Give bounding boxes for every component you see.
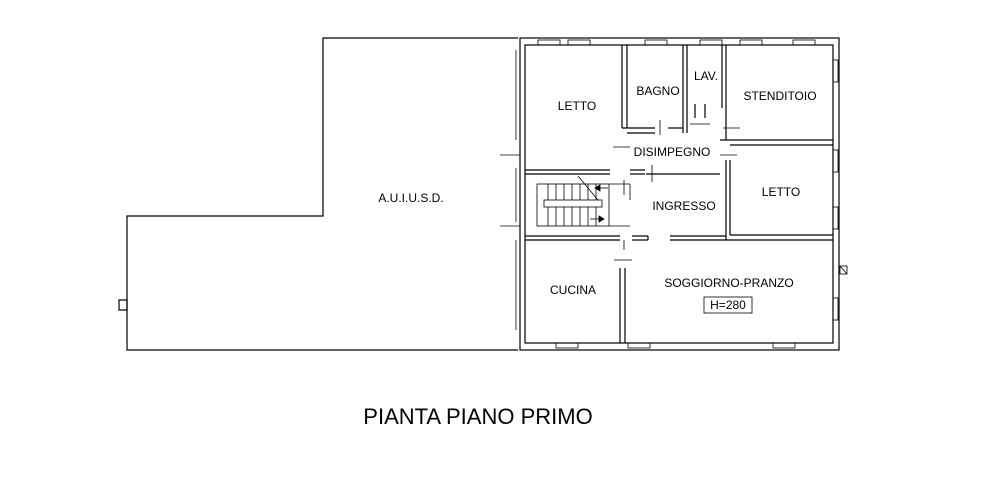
outer-wall-inside [524, 44, 834, 344]
height-tag: H=280 [710, 298, 746, 312]
top-windows [537, 39, 816, 46]
room-label-disimpegno: DISIMPEGNO [634, 145, 711, 159]
plan-title: PIANTA PIANO PRIMO [363, 404, 592, 429]
right-windows [832, 59, 839, 321]
room-label-ingresso: INGRESSO [652, 199, 715, 213]
height-tag-box [703, 296, 753, 314]
room-label-lav: LAV. [694, 69, 718, 83]
room-label-letto-2: LETTO [762, 185, 800, 199]
bottom-windows [555, 342, 796, 349]
room-label-letto-1: LETTO [558, 99, 596, 113]
room-label-auiusd: A.U.I.U.S.D. [378, 191, 443, 205]
staircase [536, 175, 631, 227]
uncovered-area-outline [126, 37, 518, 351]
interior-walls [525, 45, 833, 343]
room-label-cucina: CUCINA [550, 283, 596, 297]
outer-wall-outside [519, 37, 840, 351]
room-label-stenditoio: STENDITOIO [743, 89, 816, 103]
exterior-vent-mark [839, 265, 848, 275]
door-marks [613, 120, 740, 261]
small-vent-box [118, 299, 128, 311]
left-wall-openings [500, 50, 520, 330]
room-label-bagno: BAGNO [636, 84, 679, 98]
room-label-soggiorno-pranzo: SOGGIORNO-PRANZO [664, 276, 793, 290]
